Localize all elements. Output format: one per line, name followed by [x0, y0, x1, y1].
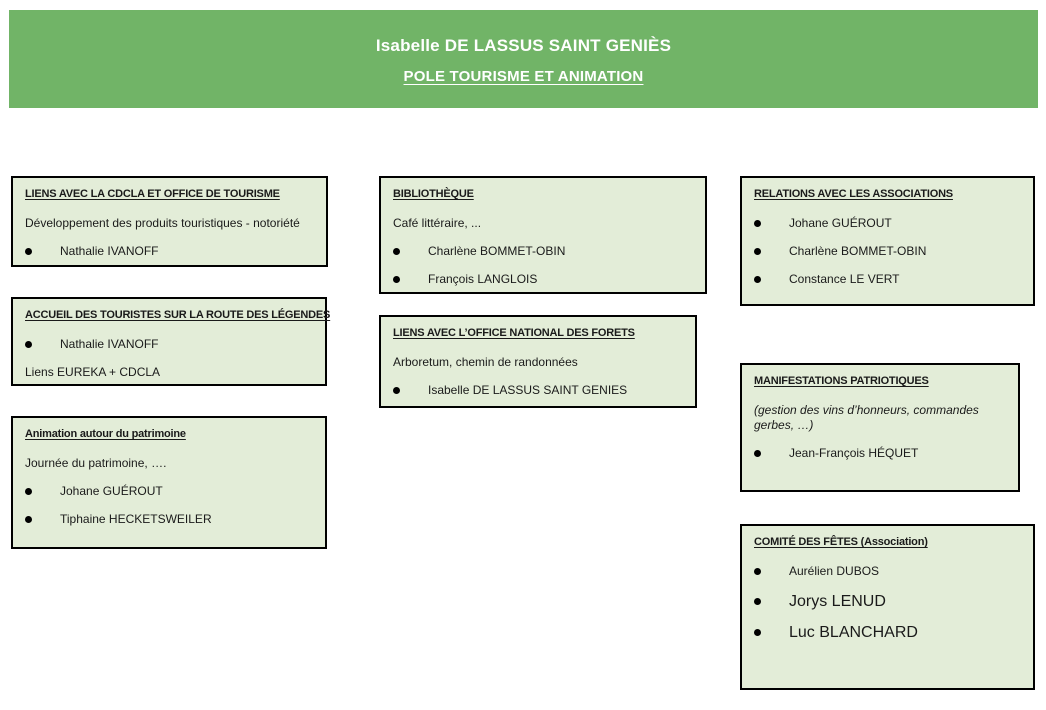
org-box: MANIFESTATIONS PATRIOTIQUES (gestion des …: [740, 363, 1020, 492]
box-title: LIENS AVEC LA CDCLA ET OFFICE DE TOURISM…: [25, 188, 280, 200]
bullet-icon: [754, 276, 761, 283]
bullet-text: Jorys LENUD: [789, 593, 886, 610]
box-text: Café littéraire, ...: [393, 216, 482, 230]
bullet-text: François LANGLOIS: [428, 272, 538, 286]
box-title: LIENS AVEC L’OFFICE NATIONAL DES FORETS: [393, 327, 635, 339]
box-title: MANIFESTATIONS PATRIOTIQUES: [754, 375, 929, 387]
bullet-text: Aurélien DUBOS: [789, 564, 880, 578]
bullet-item: Nathalie IVANOFF: [25, 337, 317, 352]
box-title: RELATIONS AVEC LES ASSOCIATIONS: [754, 188, 953, 200]
box-text: Journée du patrimoine, ….: [25, 456, 167, 470]
bullet-icon: [754, 220, 761, 227]
bullet-text: Luc BLANCHARD: [789, 624, 918, 641]
bullet-icon: [25, 516, 32, 523]
box-title: Animation autour du patrimoine: [25, 428, 186, 440]
box-title: ACCUEIL DES TOURISTES SUR LA ROUTE DES L…: [25, 309, 331, 321]
box-text: Liens EUREKA + CDCLA: [25, 365, 161, 379]
header-department-title: POLE TOURISME ET ANIMATION: [403, 68, 644, 85]
bullet-icon: [393, 248, 400, 255]
bullet-item: François LANGLOIS: [393, 272, 697, 287]
org-box: LIENS AVEC LA CDCLA ET OFFICE DE TOURISM…: [11, 176, 328, 267]
bullet-item: Aurélien DUBOS: [754, 564, 1025, 579]
bullet-text: Jean-François HÉQUET: [789, 446, 919, 460]
bullet-item: Jean-François HÉQUET: [754, 446, 1010, 461]
bullet-icon: [754, 598, 761, 605]
bullet-item: Charlène BOMMET-OBIN: [393, 244, 697, 259]
org-box: LIENS AVEC L’OFFICE NATIONAL DES FORETS A…: [379, 315, 697, 408]
box-title: BIBLIOTHÈQUE: [393, 188, 474, 200]
bullet-icon: [393, 276, 400, 283]
bullet-icon: [393, 387, 400, 394]
org-box: RELATIONS AVEC LES ASSOCIATIONS Johane GU…: [740, 176, 1035, 306]
bullet-text: Constance LE VERT: [789, 272, 900, 286]
bullet-item: Tiphaine HECKETSWEILER: [25, 512, 317, 527]
org-box: ACCUEIL DES TOURISTES SUR LA ROUTE DES L…: [11, 297, 331, 386]
bullet-icon: [25, 488, 32, 495]
bullet-icon: [25, 248, 32, 255]
bullet-item: Luc BLANCHARD: [754, 623, 1025, 642]
box-text: Développement des produits touristiques …: [25, 216, 300, 230]
bullet-text: Johane GUÉROUT: [60, 484, 163, 498]
bullet-icon: [754, 450, 761, 457]
bullet-icon: [754, 629, 761, 636]
bullet-text: Charlène BOMMET-OBIN: [428, 244, 566, 258]
bullet-item: Constance LE VERT: [754, 272, 1025, 287]
org-box: BIBLIOTHÈQUE Café littéraire, ... Charlène…: [379, 176, 707, 294]
org-box: COMITÉ DES FÊTES (Association) Aurélien D…: [740, 524, 1035, 690]
bullet-icon: [754, 248, 761, 255]
bullet-item: Jorys LENUD: [754, 592, 1025, 611]
bullet-item: Charlène BOMMET-OBIN: [754, 244, 1025, 259]
bullet-item: Johane GUÉROUT: [25, 484, 317, 499]
bullet-icon: [25, 341, 32, 348]
bullet-item: Isabelle DE LASSUS SAINT GENIES: [393, 383, 687, 398]
header-person-name: Isabelle DE LASSUS SAINT GENIÈS: [375, 36, 672, 55]
box-text: Arboretum, chemin de randonnées: [393, 355, 578, 369]
bullet-text: Nathalie IVANOFF: [60, 244, 159, 258]
bullet-icon: [754, 568, 761, 575]
box-text: (gestion des vins d’honneurs, commandes …: [754, 403, 979, 432]
bullet-item: Nathalie IVANOFF: [25, 244, 318, 259]
bullet-text: Isabelle DE LASSUS SAINT GENIES: [428, 383, 628, 397]
bullet-text: Johane GUÉROUT: [789, 216, 892, 230]
bullet-text: Charlène BOMMET-OBIN: [789, 244, 927, 258]
bullet-text: Nathalie IVANOFF: [60, 337, 159, 351]
bullet-text: Tiphaine HECKETSWEILER: [60, 512, 212, 526]
bullet-item: Johane GUÉROUT: [754, 216, 1025, 231]
box-title: COMITÉ DES FÊTES (Association): [754, 536, 928, 548]
header-banner: Isabelle DE LASSUS SAINT GENIÈS POLE TOU…: [9, 10, 1038, 108]
